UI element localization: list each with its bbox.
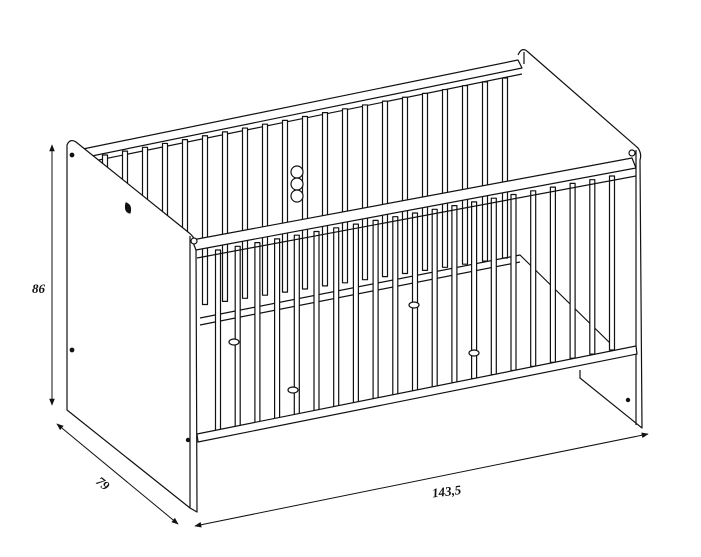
spindle	[221, 131, 229, 302]
front-top-rail	[190, 149, 637, 259]
spindle	[201, 135, 209, 306]
leaf-decal-icon	[124, 202, 132, 214]
spindle	[569, 182, 576, 359]
spindle	[381, 100, 389, 278]
right-end-panel	[517, 49, 643, 429]
spindle	[274, 238, 281, 421]
spindle	[214, 249, 222, 433]
spindle	[431, 208, 438, 388]
spindle	[481, 81, 489, 262]
left-end-panel	[66, 139, 198, 513]
spindle	[421, 92, 429, 272]
spindle	[392, 216, 399, 396]
spindle	[510, 193, 517, 372]
spindle	[241, 127, 249, 299]
spindle	[461, 85, 469, 265]
spindle	[313, 230, 320, 413]
mattress-base	[199, 254, 613, 346]
spindle	[352, 223, 359, 404]
spindle	[589, 179, 596, 355]
spindle	[490, 197, 497, 376]
spindle	[441, 88, 449, 268]
spindle	[608, 175, 616, 351]
spindle	[341, 108, 349, 284]
depth-label: 79	[93, 473, 113, 493]
spindle	[361, 104, 369, 281]
spindle	[530, 190, 537, 368]
spindle	[301, 115, 309, 290]
spindle	[549, 186, 557, 363]
spindle	[234, 245, 241, 429]
spindle	[451, 205, 458, 384]
spindle	[333, 227, 340, 409]
depth-dimension-line	[56, 423, 179, 525]
height-label: 86	[32, 281, 46, 296]
spindle	[321, 112, 329, 287]
width-dimension-line	[194, 432, 649, 528]
spindle	[261, 123, 269, 296]
spindle	[254, 242, 261, 425]
width-label: 143,5	[431, 482, 462, 501]
spindle	[281, 119, 289, 293]
spindle	[501, 77, 509, 259]
fastener-icons	[228, 301, 480, 394]
spindle	[401, 96, 409, 275]
spindle	[372, 219, 379, 400]
abacus-beads	[290, 165, 304, 203]
